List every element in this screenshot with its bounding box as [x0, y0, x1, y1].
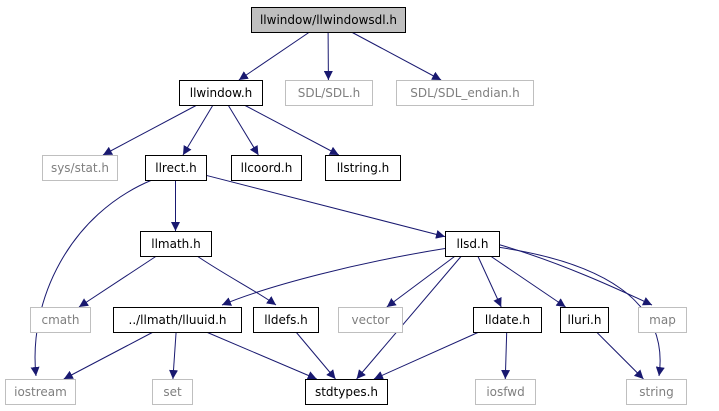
node-root-box: [251, 7, 406, 33]
node-root-label: llwindow/llwindowsdl.h: [260, 13, 397, 27]
edge-root-to-sdl_endian: [351, 31, 442, 81]
node-stdtypes[interactable]: stdtypes.h: [305, 379, 388, 405]
node-llsd-label: llsd.h: [457, 237, 489, 251]
node-llsd-box: [445, 231, 500, 257]
edge-llwindow-to-llrect: [182, 104, 214, 156]
node-stdtypes-box: [305, 379, 388, 405]
node-string: string: [626, 379, 687, 405]
node-lldefs[interactable]: lldefs.h: [253, 307, 319, 333]
edge-lluuid-to-stdtypes: [206, 331, 317, 380]
node-llmath-label: llmath.h: [151, 237, 200, 251]
node-llmath-box: [140, 231, 212, 257]
edge-llwindow-to-sysstat: [102, 104, 198, 156]
edge-llsd-to-lluri: [490, 255, 566, 308]
node-lluri-label: lluri.h: [568, 313, 602, 327]
node-string-label: string: [639, 385, 673, 399]
node-root[interactable]: llwindow/llwindowsdl.h: [251, 7, 406, 33]
edge-llmath-to-lldefs: [196, 255, 277, 306]
node-stdtypes-label: stdtypes.h: [315, 385, 378, 399]
node-llcoord-box: [231, 155, 302, 181]
node-lluri[interactable]: lluri.h: [560, 307, 609, 333]
node-vector-label: vector: [351, 313, 389, 327]
edge-lldefs-to-stdtypes: [295, 331, 336, 380]
node-iostream: iostream: [5, 379, 76, 405]
edge-lluuid-to-set: [169, 331, 179, 380]
node-lluri-box: [560, 307, 609, 333]
edge-llsd-to-string: [496, 246, 665, 377]
node-sdl-box: [285, 80, 373, 106]
node-sdl_endian: SDL/SDL_endian.h: [396, 80, 534, 106]
edge-llsd-to-map: [496, 243, 653, 306]
node-llstring-box: [325, 155, 401, 181]
node-cmath: cmath: [30, 307, 91, 333]
node-llsd[interactable]: llsd.h: [445, 231, 500, 257]
node-lldefs-box: [253, 307, 319, 333]
node-sysstat-box: [42, 155, 118, 181]
node-sdl-label: SDL/SDL.h: [298, 86, 361, 100]
node-llwindow-label: llwindow.h: [190, 86, 253, 100]
node-lluuid-box: [113, 307, 242, 333]
node-llstring[interactable]: llstring.h: [325, 155, 401, 181]
node-lldate-box: [473, 307, 542, 333]
node-vector-box: [338, 307, 403, 333]
node-map: map: [638, 307, 687, 333]
node-cmath-box: [30, 307, 91, 333]
node-llwindow[interactable]: llwindow.h: [179, 80, 263, 106]
node-sdl: SDL/SDL.h: [285, 80, 373, 106]
node-lldate[interactable]: lldate.h: [473, 307, 542, 333]
node-llcoord[interactable]: llcoord.h: [231, 155, 302, 181]
node-string-box: [626, 379, 687, 405]
node-lluuid-label: ../llmath/lluuid.h: [129, 313, 227, 327]
edge-llsd-to-vector: [386, 255, 456, 308]
node-set-label: set: [163, 385, 182, 399]
node-llwindow-box: [179, 80, 263, 106]
header-nodes: llwindow/llwindowsdl.h llwindow.h SDL/SDL.…: [5, 7, 687, 405]
node-cmath-label: cmath: [42, 313, 80, 327]
edge-llsd-to-lldate: [477, 255, 502, 308]
node-sysstat-label: sys/stat.h: [51, 161, 109, 175]
node-iostream-box: [5, 379, 76, 405]
node-sdl_endian-label: SDL/SDL_endian.h: [410, 86, 519, 100]
node-lldate-label: lldate.h: [485, 313, 530, 327]
dependency-edges: [30, 31, 665, 380]
node-llrect-box: [145, 155, 207, 181]
node-map-label: map: [649, 313, 676, 327]
edge-llsd-to-lluuid: [221, 247, 449, 306]
node-set: set: [152, 379, 193, 405]
edge-lldate-to-stdtypes: [373, 331, 480, 380]
node-iostream-label: iostream: [14, 385, 67, 399]
node-llstring-label: llstring.h: [337, 161, 390, 175]
edge-llrect-to-iostream: [30, 179, 153, 377]
node-llrect[interactable]: llrect.h: [145, 155, 207, 181]
edge-llrect-to-llsd: [205, 174, 446, 239]
edge-lluuid-to-iostream: [63, 331, 154, 380]
node-lluuid[interactable]: ../llmath/lluuid.h: [113, 307, 242, 333]
node-iosfwd: iosfwd: [475, 379, 536, 405]
node-iosfwd-label: iosfwd: [486, 385, 524, 399]
node-vector: vector: [338, 307, 403, 333]
node-llrect-label: llrect.h: [155, 161, 196, 175]
edge-lldate-to-iosfwd: [501, 331, 511, 380]
edge-llwindow-to-llcoord: [227, 104, 259, 156]
node-sdl_endian-box: [396, 80, 534, 106]
node-map-box: [638, 307, 687, 333]
edge-llmath-to-cmath: [78, 255, 157, 308]
node-llmath[interactable]: llmath.h: [140, 231, 212, 257]
edge-llsd-to-stdtypes: [356, 255, 462, 380]
node-sysstat: sys/stat.h: [42, 155, 118, 181]
node-lldefs-label: lldefs.h: [264, 313, 308, 327]
edge-llwindow-to-llstring: [243, 104, 340, 156]
node-llcoord-label: llcoord.h: [241, 161, 293, 175]
node-set-box: [152, 379, 193, 405]
edge-root-to-llwindow: [238, 31, 310, 81]
node-iosfwd-box: [475, 379, 536, 405]
edge-lluri-to-string: [596, 331, 644, 380]
